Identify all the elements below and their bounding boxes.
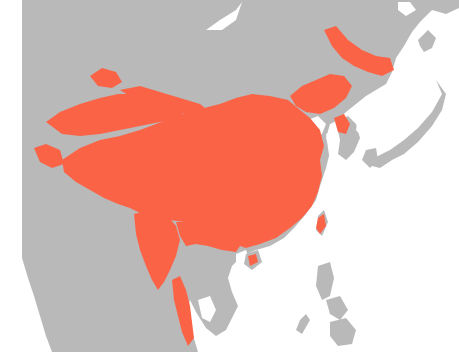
range-indochina [176,222,240,252]
philippines-visayas [326,296,348,320]
distribution-range [34,26,394,346]
japan-honshu [372,80,446,168]
range-mongolia-north [90,68,122,88]
range-mongolia-band [120,86,210,116]
gulf-of-thailand [198,296,216,322]
range-hainan [248,254,258,266]
range-malay-strip [172,276,194,346]
range-tibet-west [34,144,64,168]
range-china-core [62,94,324,248]
philippines-luzon [316,262,334,300]
philippines-mindanao [330,318,356,346]
japan-kyushu [362,148,378,168]
range-manchuria [290,74,352,114]
arctic-inlet [206,2,242,30]
japan-hokkaido [418,30,436,52]
coast-inlet [398,2,416,16]
range-amur [324,26,394,76]
sri-lanka [66,332,80,352]
range-korea [334,114,350,134]
sea-of-japan [356,64,436,142]
range-myanmar [134,210,180,290]
range-taiwan [316,214,326,234]
philippines-palawan [296,314,310,334]
